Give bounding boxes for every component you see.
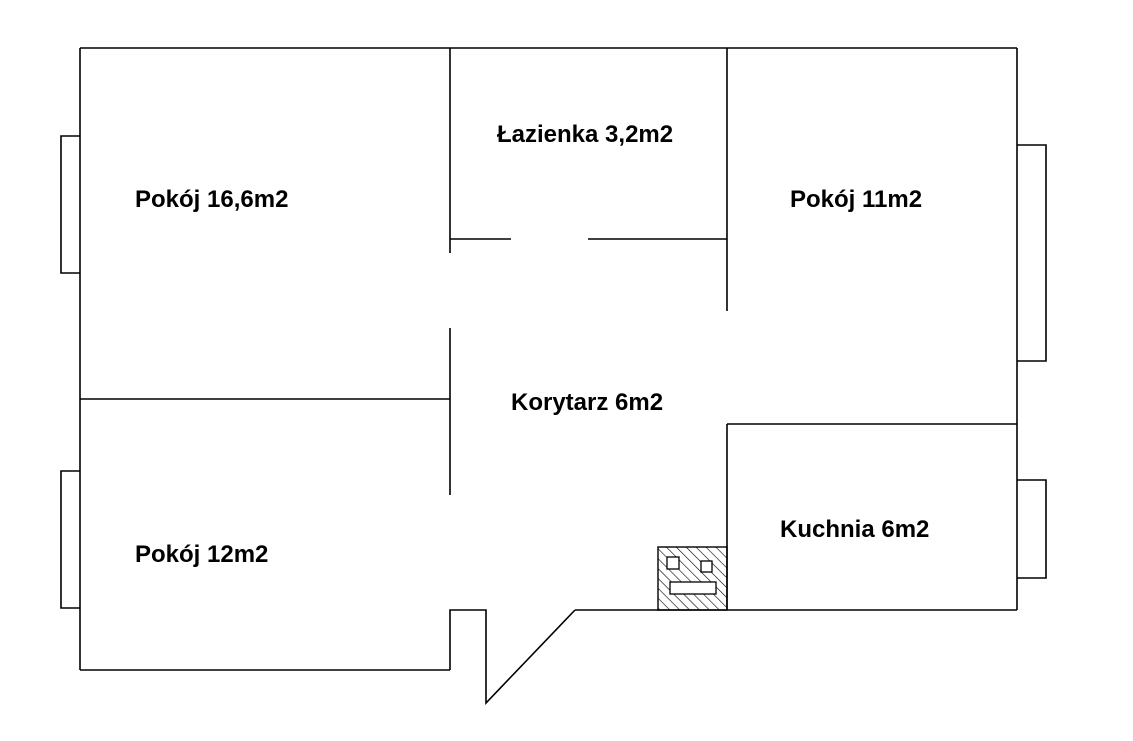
window-left-upper [60, 135, 80, 274]
window-left-lower [60, 470, 80, 609]
room-label-kitchen: Kuchnia 6m2 [780, 516, 929, 543]
windows [60, 135, 1047, 609]
window-right-lower [1017, 479, 1047, 579]
room-label-pokoj-16: Pokój 16,6m2 [135, 186, 288, 213]
stove-icon [657, 546, 728, 611]
room-label-corridor: Korytarz 6m2 [511, 389, 663, 416]
outer-walls [79, 47, 1018, 671]
entrance-outline [449, 609, 576, 705]
room-label-pokoj-11: Pokój 11m2 [790, 186, 922, 213]
room-label-pokoj-12: Pokój 12m2 [135, 541, 268, 568]
window-right-upper [1017, 144, 1047, 362]
entrance [449, 609, 576, 705]
room-label-bathroom: Łazienka 3,2m2 [497, 121, 673, 148]
